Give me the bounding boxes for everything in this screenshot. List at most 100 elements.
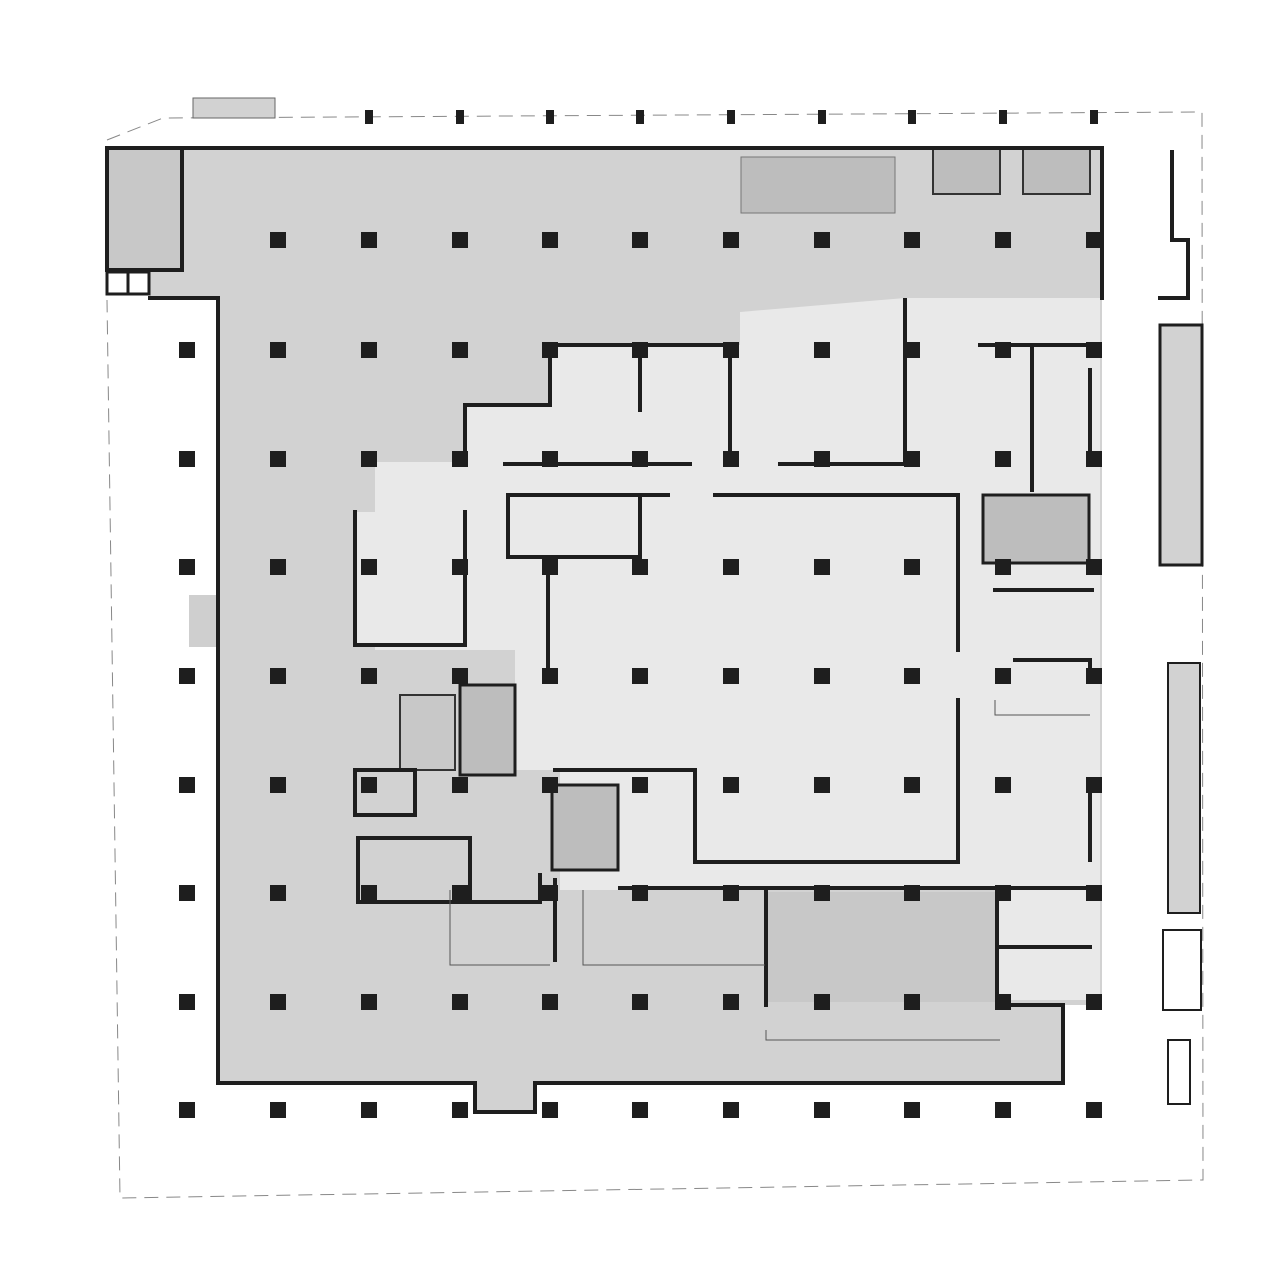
column-icon bbox=[270, 994, 286, 1010]
column-icon bbox=[361, 777, 377, 793]
column-icon bbox=[361, 994, 377, 1010]
external-ramp bbox=[1167, 662, 1201, 914]
columns bbox=[179, 110, 1102, 1118]
site-boundary bbox=[106, 111, 1204, 1199]
column-icon bbox=[270, 559, 286, 575]
column-icon bbox=[1086, 342, 1102, 358]
column-icon bbox=[361, 451, 377, 467]
column-icon bbox=[995, 232, 1011, 248]
column-icon bbox=[179, 559, 195, 575]
column-icon bbox=[814, 232, 830, 248]
column-icon bbox=[814, 777, 830, 793]
column-icon bbox=[723, 885, 739, 901]
column-icon bbox=[995, 994, 1011, 1010]
column-icon bbox=[542, 668, 558, 684]
stair-icon bbox=[192, 97, 276, 119]
stair-icon bbox=[458, 683, 517, 777]
column-icon bbox=[452, 559, 468, 575]
column-icon bbox=[361, 559, 377, 575]
column-icon bbox=[361, 342, 377, 358]
room-west bbox=[355, 512, 465, 645]
column-icon bbox=[1086, 451, 1102, 467]
column-icon bbox=[632, 668, 648, 684]
column-icon bbox=[452, 885, 468, 901]
column-icon bbox=[542, 232, 558, 248]
column-icon bbox=[1090, 110, 1098, 124]
column-icon bbox=[995, 559, 1011, 575]
column-icon bbox=[361, 232, 377, 248]
column-icon bbox=[908, 110, 916, 124]
column-icon bbox=[999, 110, 1007, 124]
column-icon bbox=[723, 1102, 739, 1118]
room-south bbox=[768, 892, 995, 1002]
column-icon bbox=[179, 994, 195, 1010]
column-icon bbox=[723, 342, 739, 358]
column-icon bbox=[456, 110, 464, 124]
column-icon bbox=[814, 342, 830, 358]
wall bbox=[1158, 150, 1190, 300]
column-icon bbox=[727, 110, 735, 124]
column-icon bbox=[904, 232, 920, 248]
column-icon bbox=[361, 668, 377, 684]
column-icon bbox=[452, 342, 468, 358]
column-icon bbox=[542, 885, 558, 901]
column-icon bbox=[361, 1102, 377, 1118]
stair-icon bbox=[550, 783, 620, 872]
column-icon bbox=[904, 668, 920, 684]
column-icon bbox=[723, 232, 739, 248]
column-icon bbox=[814, 1102, 830, 1118]
column-icon bbox=[542, 451, 558, 467]
column-icon bbox=[542, 777, 558, 793]
column-icon bbox=[270, 668, 286, 684]
column-icon bbox=[1086, 668, 1102, 684]
column-icon bbox=[818, 110, 826, 124]
column-icon bbox=[542, 994, 558, 1010]
column-icon bbox=[179, 777, 195, 793]
stair-icon bbox=[105, 146, 184, 296]
column-icon bbox=[904, 342, 920, 358]
side-strip bbox=[189, 595, 217, 647]
column-icon bbox=[904, 885, 920, 901]
stair-icon bbox=[740, 156, 896, 214]
column-icon bbox=[723, 451, 739, 467]
column-icon bbox=[904, 777, 920, 793]
column-icon bbox=[904, 994, 920, 1010]
column-icon bbox=[270, 451, 286, 467]
column-icon bbox=[179, 451, 195, 467]
column-icon bbox=[632, 1102, 648, 1118]
column-icon bbox=[632, 777, 648, 793]
column-icon bbox=[452, 232, 468, 248]
external-stair-tower bbox=[1158, 323, 1204, 567]
column-icon bbox=[179, 1102, 195, 1118]
column-icon bbox=[542, 559, 558, 575]
column-icon bbox=[452, 777, 468, 793]
column-icon bbox=[1086, 885, 1102, 901]
external-box bbox=[1162, 929, 1202, 1011]
thin-lines bbox=[449, 700, 1090, 1041]
column-icon bbox=[904, 451, 920, 467]
column-icon bbox=[814, 559, 830, 575]
column-icon bbox=[270, 232, 286, 248]
external-box bbox=[1167, 1039, 1191, 1105]
column-icon bbox=[632, 994, 648, 1010]
column-icon bbox=[904, 1102, 920, 1118]
column-icon bbox=[632, 232, 648, 248]
column-icon bbox=[1086, 559, 1102, 575]
column-icon bbox=[723, 559, 739, 575]
column-icon bbox=[723, 777, 739, 793]
elevator-icon bbox=[399, 694, 456, 771]
column-icon bbox=[361, 885, 377, 901]
column-icon bbox=[452, 994, 468, 1010]
column-icon bbox=[723, 994, 739, 1010]
column-icon bbox=[365, 110, 373, 124]
column-icon bbox=[995, 777, 1011, 793]
column-icon bbox=[995, 1102, 1011, 1118]
column-icon bbox=[1086, 994, 1102, 1010]
column-icon bbox=[452, 668, 468, 684]
column-icon bbox=[814, 885, 830, 901]
column-icon bbox=[632, 885, 648, 901]
column-icon bbox=[270, 1102, 286, 1118]
column-icon bbox=[542, 342, 558, 358]
column-icon bbox=[542, 1102, 558, 1118]
